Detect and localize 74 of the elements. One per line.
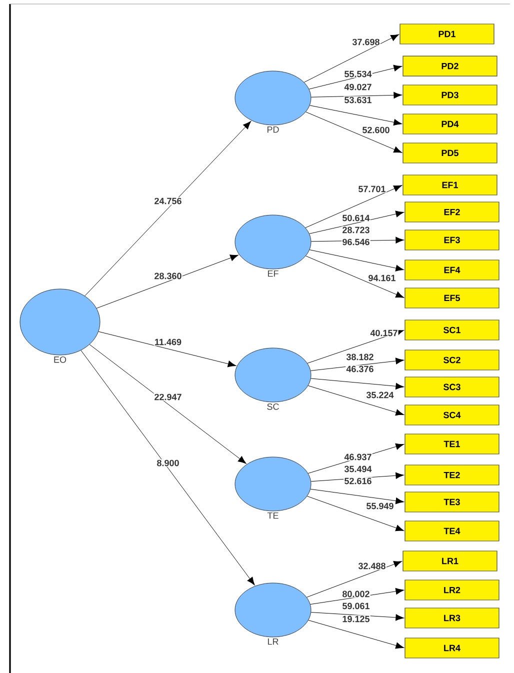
indicator-box: EF4 <box>404 260 500 280</box>
indicator-box: SC3 <box>404 376 500 398</box>
arrow <box>308 385 404 416</box>
node-label: TE <box>267 512 278 519</box>
edge-label: 96.546 <box>342 238 370 246</box>
indicator-box: TE2 <box>404 464 500 486</box>
edge-label: 24.756 <box>154 197 182 205</box>
edge-label: 28.723 <box>342 226 370 234</box>
node-label: LR <box>268 638 278 645</box>
arrow <box>98 331 236 368</box>
indicator-box: EF2 <box>404 202 500 222</box>
indicator-box: PD2 <box>402 56 498 76</box>
edge-label: 55.949 <box>366 502 394 510</box>
edge-label: 28.360 <box>154 272 182 280</box>
edge-label: 50.614 <box>342 214 370 222</box>
edge-label: 49.027 <box>344 83 372 91</box>
edge-label: 8.900 <box>156 459 180 467</box>
arrow <box>96 254 238 308</box>
arrow <box>310 378 404 390</box>
arrow <box>304 34 400 82</box>
indicator-box: LR1 <box>402 550 498 572</box>
arrow <box>310 488 404 504</box>
arrow <box>308 620 404 649</box>
edge-label: 35.224 <box>366 391 394 399</box>
edge-label: 46.376 <box>346 365 374 373</box>
edge-label: 46.937 <box>344 453 372 461</box>
arrow <box>309 250 404 272</box>
edge-label: 52.616 <box>344 477 372 485</box>
edge-label: 11.469 <box>154 338 182 346</box>
edge-label: 59.061 <box>342 602 370 610</box>
arrow <box>306 112 402 153</box>
indicator-box: LR4 <box>404 638 500 658</box>
indicator-box: PD5 <box>402 142 498 164</box>
indicator-box: SC4 <box>404 404 500 426</box>
indicator-box: PD1 <box>400 24 494 44</box>
indicator-box: LR3 <box>404 608 500 628</box>
edge-label: 35.494 <box>344 465 372 473</box>
edge-label: 37.698 <box>352 38 380 46</box>
edge-label: 40.157 <box>370 329 398 337</box>
arrow <box>306 256 404 298</box>
arrow <box>310 105 402 126</box>
arrow <box>306 560 402 598</box>
indicator-box: EF1 <box>402 174 498 196</box>
edge-label: 19.125 <box>342 615 370 623</box>
indicator-box: PD4 <box>402 114 498 134</box>
indicator-box: LR2 <box>404 580 500 600</box>
edge-label: 22.947 <box>154 393 182 401</box>
edge-label: 52.600 <box>362 126 390 134</box>
indicator-box: EF3 <box>404 230 500 250</box>
node-label: EF <box>268 270 278 277</box>
arrow <box>306 496 404 532</box>
edge-label: 53.631 <box>344 96 372 104</box>
edge-label: 32.488 <box>358 562 386 570</box>
arrow <box>84 121 252 296</box>
edge-label: 57.701 <box>358 185 386 193</box>
indicator-box: SC2 <box>404 350 500 370</box>
indicator-box: EF5 <box>404 288 500 308</box>
arrow <box>80 350 255 586</box>
node-label: EO <box>54 356 66 363</box>
arrow <box>305 185 402 228</box>
arrow <box>308 64 402 90</box>
node-label: SC <box>267 403 279 410</box>
indicator-box: SC1 <box>404 320 500 340</box>
indicator-box: PD3 <box>402 84 498 106</box>
edge-label: 38.182 <box>346 353 374 361</box>
indicator-box: TE1 <box>404 434 500 454</box>
indicator-box: TE3 <box>404 492 500 512</box>
arrow <box>309 210 404 234</box>
arrow <box>89 344 246 464</box>
edge-label: 94.161 <box>368 274 396 282</box>
edge-label: 55.534 <box>344 70 372 78</box>
indicator-box: TE4 <box>404 520 500 542</box>
edge-label: 80.002 <box>342 590 370 598</box>
node-label: PD <box>267 126 279 133</box>
